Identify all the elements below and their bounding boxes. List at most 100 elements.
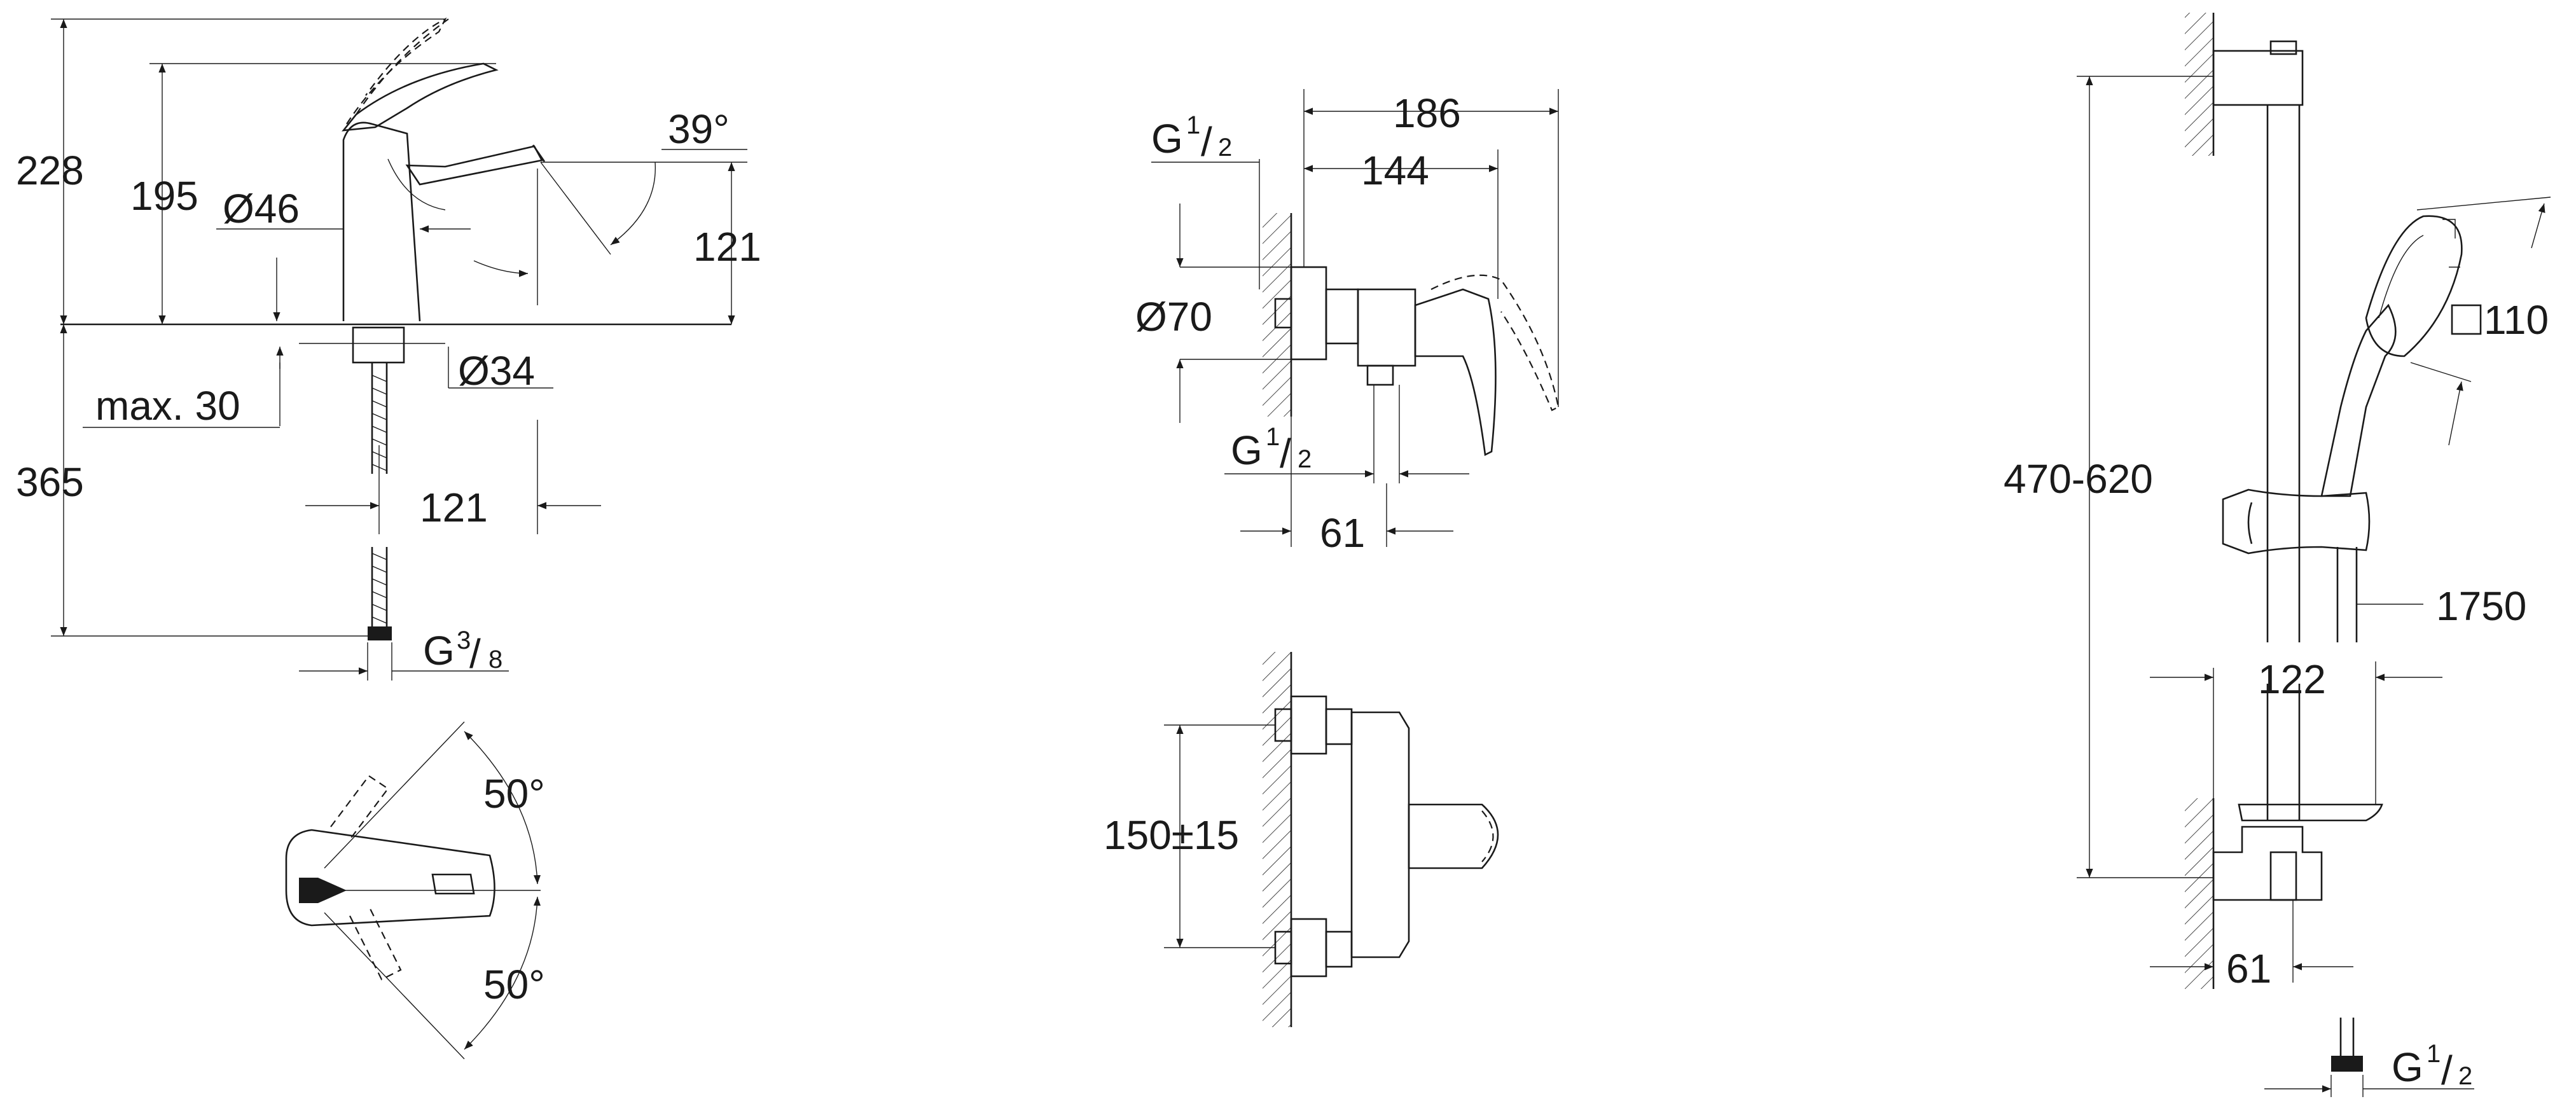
head-size-line-top xyxy=(2416,197,2551,211)
head-size-arrow-bottom xyxy=(2448,381,2463,446)
dim-g38-letter: G xyxy=(423,628,455,674)
dim-g38-den: 8 xyxy=(488,646,502,674)
dim-61-rail: 61 xyxy=(2226,946,2271,992)
spout-tip xyxy=(532,144,546,162)
arc-50-top xyxy=(464,731,541,885)
fraction-slash: / xyxy=(469,631,481,677)
slider-detail xyxy=(2247,502,2253,544)
wall-hatch-top xyxy=(2185,13,2213,156)
head-size-line-bottom xyxy=(2410,362,2472,382)
dim-rail-length: 470-620 xyxy=(2004,456,2153,502)
shower-g12-top-num: 1 xyxy=(1186,111,1200,139)
top-bracket xyxy=(2212,50,2304,106)
flow-curve xyxy=(387,158,446,211)
top-rosette xyxy=(1290,695,1327,755)
dim-144: 144 xyxy=(1361,148,1429,193)
dim-150-15: 150±15 xyxy=(1104,812,1239,858)
dim-angle-50-top: 50° xyxy=(483,771,545,817)
lever-open-outline xyxy=(346,17,447,125)
lever-left-position xyxy=(330,775,389,840)
dim-max-30: max. 30 xyxy=(95,383,240,429)
rail-upper xyxy=(2266,105,2301,642)
arc-50-bottom xyxy=(464,896,541,1050)
mixer-lever xyxy=(342,62,499,132)
soap-dish xyxy=(2238,803,2383,822)
dim-228: 228 xyxy=(16,148,84,193)
square-symbol-icon xyxy=(2451,304,2482,335)
hose-end-nut xyxy=(2331,1056,2363,1072)
shower-hose xyxy=(2336,547,2358,642)
rot-line-down xyxy=(324,912,465,1060)
dim-121-reach: 121 xyxy=(420,485,488,530)
bottom-nut xyxy=(1325,930,1353,968)
shower-g12-top-den: 2 xyxy=(1218,134,1232,162)
dim-dia-46: Ø46 xyxy=(223,186,300,232)
top-cap xyxy=(2269,40,2297,55)
hand-shower-handle xyxy=(2320,303,2397,497)
basin-mixer-top-view: 50° 50° xyxy=(285,721,545,1060)
dim-122: 122 xyxy=(2258,656,2326,702)
knob-ring xyxy=(1481,810,1494,862)
hose-connector xyxy=(368,626,392,640)
lever-right-position xyxy=(349,906,402,981)
inlet-fitting xyxy=(1274,298,1292,329)
dim-365: 365 xyxy=(16,459,84,505)
fraction-slash-4: / xyxy=(2441,1047,2453,1093)
dim-61-shower: 61 xyxy=(1320,510,1365,556)
shower-mixer-lever xyxy=(1414,288,1497,456)
fixing-nut xyxy=(352,326,405,364)
flow-arrow xyxy=(473,260,529,277)
dim-angle-50-bottom: 50° xyxy=(483,962,545,1007)
mixer-body xyxy=(342,121,421,322)
flex-hose-upper xyxy=(371,363,388,474)
rail-g12-den: 2 xyxy=(2458,1062,2472,1090)
shower-rail-set: 470-620 110 1750 122 61 G 1 / 2 xyxy=(2004,13,2551,1097)
shower-mixer-body xyxy=(1357,288,1416,367)
bracket-screw xyxy=(2269,851,2297,901)
rot-line-up xyxy=(324,721,465,869)
wall-hatch-front xyxy=(1263,652,1291,1027)
basin-mixer-side-view: 228 195 Ø46 39° 121 Ø34 max. 30 xyxy=(16,17,761,681)
hose-end xyxy=(2339,1018,2355,1056)
angle-spray-line xyxy=(540,162,611,255)
outlet-stub xyxy=(1366,364,1394,386)
shower-g12-top-letter: G xyxy=(1151,116,1183,162)
dim-hose-1750: 1750 xyxy=(2436,583,2526,629)
shower-mixer-side-view: G 1 / 2 186 144 Ø70 G 1 / 2 61 xyxy=(1135,89,1560,556)
handle-knob xyxy=(1408,803,1499,869)
mixer-spout xyxy=(405,145,543,186)
shower-g12-bottom-letter: G xyxy=(1231,427,1263,473)
dim-head-110: 110 xyxy=(2484,297,2549,343)
hand-shower-head xyxy=(2365,215,2463,357)
shower-mixer-front-view: 150±15 xyxy=(1104,652,1499,1027)
dim-121-height: 121 xyxy=(693,224,761,270)
fraction-slash-2: / xyxy=(1201,119,1212,165)
bottom-rosette xyxy=(1290,918,1327,978)
rosette xyxy=(1290,266,1327,361)
rail-lower xyxy=(2266,684,2301,820)
dim-195: 195 xyxy=(130,173,198,219)
dim-186: 186 xyxy=(1393,90,1461,136)
dim-dia-34: Ø34 xyxy=(458,348,535,394)
head-nozzles xyxy=(2442,219,2460,268)
shower-g12-bottom-den: 2 xyxy=(1298,445,1312,473)
dim-g38-num: 3 xyxy=(457,626,471,654)
angle-arc xyxy=(610,162,656,245)
dim-angle-39: 39° xyxy=(668,106,730,152)
wall-hatch xyxy=(1263,213,1291,417)
coupling-nut xyxy=(1325,288,1359,345)
shower-g12-bottom-num: 1 xyxy=(1266,423,1280,451)
rail-g12-num: 1 xyxy=(2427,1040,2441,1068)
flex-hose-lower xyxy=(371,547,388,633)
rail-slider xyxy=(2222,488,2371,555)
top-nut xyxy=(1325,708,1353,745)
wall-hatch-bottom xyxy=(2185,798,2213,989)
hose-braid-2 xyxy=(371,553,387,624)
head-size-arrow-top xyxy=(2531,203,2545,249)
bottom-bracket xyxy=(2212,826,2323,901)
lever-open-outline-2 xyxy=(356,18,449,115)
lever-top-detail xyxy=(431,873,475,895)
mixer-front-body xyxy=(1350,711,1410,958)
lever-top xyxy=(285,829,495,927)
